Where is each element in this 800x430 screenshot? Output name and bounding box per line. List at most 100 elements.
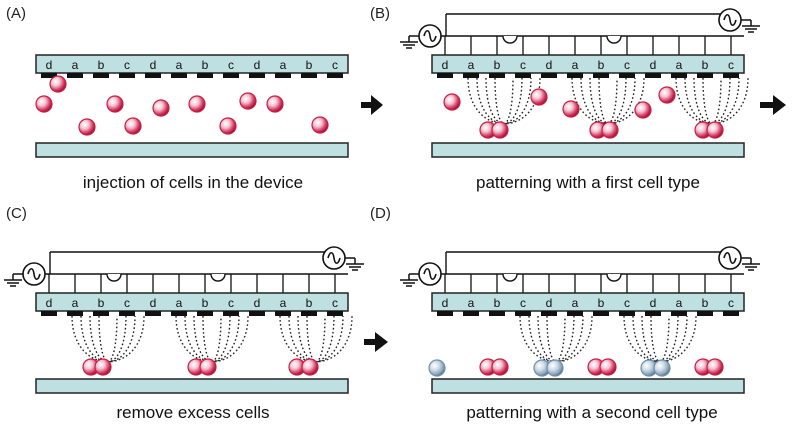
electrode-label: b xyxy=(306,296,313,310)
ground-icon xyxy=(741,19,760,33)
electrode-pad xyxy=(645,311,661,316)
cell-type-1 xyxy=(599,358,617,376)
wiring-d xyxy=(400,246,760,293)
electrode-label: a xyxy=(176,58,183,72)
electrode-pad xyxy=(93,311,109,316)
electrode-pad xyxy=(567,73,583,78)
cell-type-1 xyxy=(266,95,284,113)
panel-label-c: (C) xyxy=(6,205,27,222)
electrode-pad xyxy=(67,311,83,316)
electrode-label: a xyxy=(572,296,579,310)
electrode-pad xyxy=(697,73,713,78)
cell-type-1 xyxy=(658,86,676,104)
substrate-b xyxy=(431,142,745,158)
field-line xyxy=(494,77,514,125)
electrode-pad xyxy=(223,73,239,78)
electrode-pad xyxy=(515,73,531,78)
field-line xyxy=(485,77,523,125)
electrode-bar xyxy=(431,54,745,74)
cells-b xyxy=(443,86,724,139)
ground-icon xyxy=(741,257,760,271)
ground-icon xyxy=(400,273,419,287)
electrode-pad xyxy=(723,73,739,78)
cells-a xyxy=(35,75,329,136)
field-line xyxy=(693,77,731,125)
field-line xyxy=(306,315,326,363)
cells-d xyxy=(428,358,724,377)
electrode-label: c xyxy=(520,296,526,310)
electrode-pad xyxy=(541,73,557,78)
cell-type-1 xyxy=(443,93,461,111)
field-line xyxy=(641,315,679,363)
ac-source-icon xyxy=(718,8,742,32)
electrode-pad xyxy=(197,73,213,78)
electrode-label: d xyxy=(254,296,261,310)
cell-type-1 xyxy=(219,117,237,135)
cell-type-1 xyxy=(634,101,652,119)
electrode-label: d xyxy=(546,58,553,72)
electrode-label: b xyxy=(598,58,605,72)
electrode-pad xyxy=(619,73,635,78)
ac-source-icon xyxy=(322,246,346,270)
cell-type-2 xyxy=(428,359,446,377)
electrode-pad xyxy=(249,73,265,78)
electrode-bar xyxy=(431,292,745,312)
electrode-label: b xyxy=(702,58,709,72)
cell-type-1 xyxy=(152,99,170,117)
field-line xyxy=(279,315,353,363)
field-lines-b xyxy=(467,77,749,125)
electrode-bar xyxy=(35,54,349,74)
electrode-label: c xyxy=(728,58,734,72)
electrode-pad xyxy=(327,73,343,78)
electrode-label: d xyxy=(46,58,53,72)
field-line xyxy=(89,315,127,363)
electrode-pad xyxy=(67,73,83,78)
field-line xyxy=(202,315,222,363)
field-lines-d xyxy=(519,315,697,363)
cell-type-1 xyxy=(199,358,217,376)
electrode-pad xyxy=(275,311,291,316)
electrode-pad xyxy=(437,311,453,316)
electrode-pad xyxy=(515,311,531,316)
electrode-pad xyxy=(593,73,609,78)
cell-type-1 xyxy=(601,121,619,139)
electrode-label: d xyxy=(442,296,449,310)
cell-type-1 xyxy=(311,116,329,134)
electrode-label: b xyxy=(98,58,105,72)
electrode-label: c xyxy=(228,296,234,310)
substrate-c xyxy=(35,378,349,394)
right-arrow-icon xyxy=(760,95,786,115)
electrode-pad xyxy=(723,311,739,316)
electrode-pad xyxy=(593,311,609,316)
electrode-label: b xyxy=(202,296,209,310)
cells-c xyxy=(82,358,319,376)
electrode-label: b xyxy=(98,296,105,310)
electrode-label: a xyxy=(280,58,287,72)
field-line xyxy=(650,315,670,363)
cell-type-1 xyxy=(491,121,509,139)
electrode-label: d xyxy=(650,296,657,310)
cell-type-1 xyxy=(706,358,724,376)
electrode-bar xyxy=(35,292,349,312)
electrode-pad xyxy=(249,311,265,316)
electrode-label: a xyxy=(280,296,287,310)
cell-type-1 xyxy=(78,118,96,136)
electrode-pad xyxy=(41,73,57,78)
electrode-label: c xyxy=(124,296,130,310)
electrode-label: a xyxy=(72,296,79,310)
ground-icon xyxy=(4,273,23,287)
cell-type-1 xyxy=(106,95,124,113)
cell-type-1 xyxy=(301,358,319,376)
electrode-label: a xyxy=(676,58,683,72)
electrode-label: c xyxy=(332,58,338,72)
cell-type-1 xyxy=(491,358,509,376)
electrode-label: d xyxy=(650,58,657,72)
cell-type-1 xyxy=(188,95,206,113)
panel-label-d: (D) xyxy=(370,205,391,222)
electrode-label: c xyxy=(624,58,630,72)
electrode-pad xyxy=(671,311,687,316)
